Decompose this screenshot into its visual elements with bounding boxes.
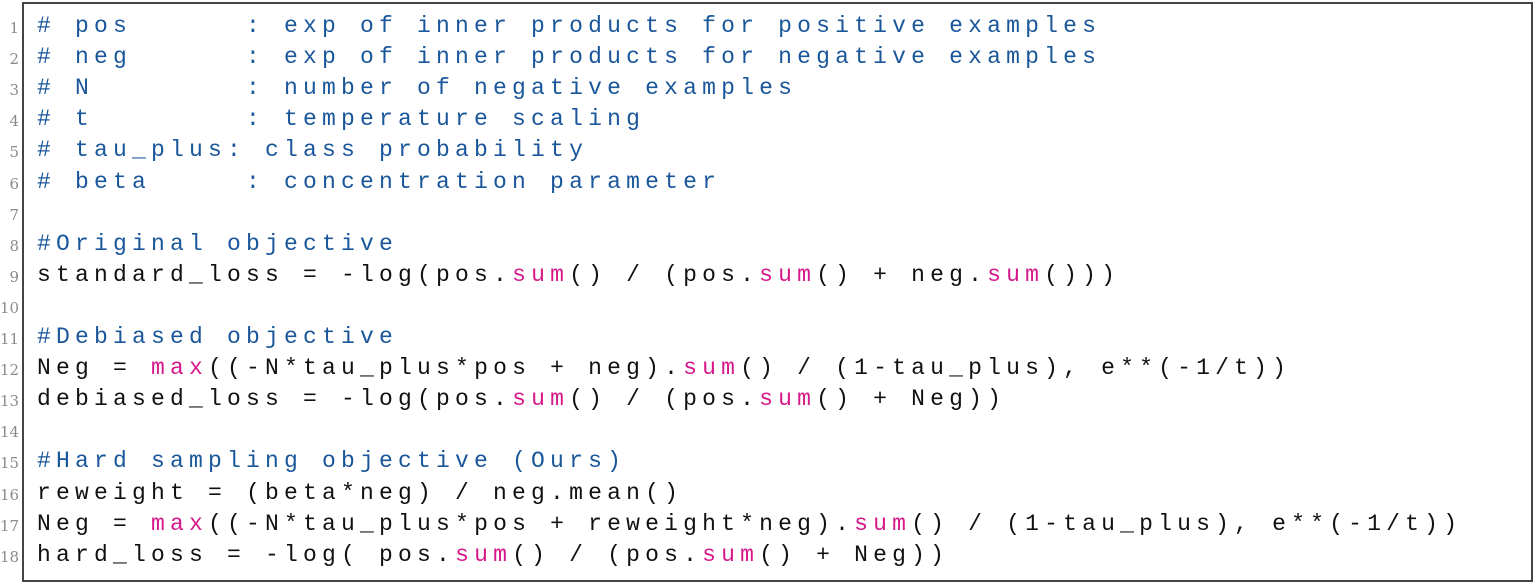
code-token: () + Neg)) [816, 386, 1007, 413]
code-token: () / (1-tau_plus), e**(-1/t)) [911, 510, 1463, 537]
code-line: 11 #Debiased objective [0, 322, 1537, 353]
line-number: 5 [9, 143, 19, 162]
code-token: Neg = [37, 355, 152, 382]
code-text: standard_loss = -log(pos.sum() / (pos.su… [37, 260, 1120, 291]
line-number: 14 [0, 423, 20, 442]
code-builtin: sum [512, 386, 570, 413]
code-builtin: sum [759, 386, 817, 413]
code-text: reweight = (beta*neg) / neg.mean() [37, 478, 683, 509]
code-text: # N : number of negative examples [37, 73, 797, 104]
code-token: debiased_loss = -log(pos. [37, 386, 513, 413]
code-token: ((-N*tau_plus*pos + reweight*neg). [208, 510, 855, 537]
code-builtin: sum [512, 261, 570, 288]
line-number: 6 [9, 174, 19, 193]
code-token: () / (pos. [569, 261, 760, 288]
code-text: hard_loss = -log( pos.sum() / (pos.sum()… [37, 540, 949, 571]
line-number: 3 [9, 81, 19, 100]
code-line: 4 # t : temperature scaling [0, 104, 1537, 135]
line-number: 2 [9, 50, 19, 69]
code-token: () / (pos. [569, 386, 760, 413]
code-token: () / (pos. [512, 541, 703, 568]
code-comment: #Debiased objective [37, 324, 399, 350]
code-comment: # t : temperature scaling [37, 106, 646, 133]
line-number: 12 [0, 361, 20, 380]
code-token: reweight = (beta*neg) / neg.mean() [37, 479, 684, 506]
code-comment: # neg : exp of inner products for negati… [37, 44, 1102, 71]
line-number: 18 [0, 547, 20, 566]
line-number: 4 [9, 112, 19, 131]
line-number: 13 [0, 392, 20, 411]
code-comment: #Hard sampling objective (Ours) [37, 448, 627, 475]
code-comment: #Original objective [37, 230, 399, 257]
code-token: standard_loss = -log(pos. [37, 261, 513, 288]
code-text: # tau_plus: class probability [37, 135, 588, 166]
code-text: #Hard sampling objective (Ours) [37, 446, 626, 477]
code-line: 5 # tau_plus: class probability [0, 135, 1537, 166]
code-comment: # beta : concentration parameter [37, 168, 722, 195]
code-token: () / (1-tau_plus), e**(-1/t)) [740, 355, 1292, 382]
code-token: () + neg. [816, 261, 988, 288]
code-comment: # tau_plus: class probability [37, 137, 589, 164]
code-line: 7 [0, 198, 1537, 229]
code-builtin: sum [987, 261, 1045, 288]
line-number: 10 [0, 298, 20, 317]
code-text: debiased_loss = -log(pos.sum() / (pos.su… [37, 384, 1006, 415]
code-text: # t : temperature scaling [37, 104, 645, 135]
code-token: ())) [1044, 261, 1121, 288]
code-line: 12 Neg = max((-N*tau_plus*pos + neg).sum(… [0, 353, 1537, 384]
code-builtin: sum [455, 541, 513, 568]
code-builtin: sum [854, 510, 912, 537]
code-builtin: sum [702, 541, 760, 568]
line-number: 8 [9, 236, 19, 255]
code-text: Neg = max((-N*tau_plus*pos + reweight*ne… [37, 509, 1462, 540]
code-comment: # pos : exp of inner products for positi… [37, 13, 1102, 39]
code-line: 17 Neg = max((-N*tau_plus*pos + reweight*… [0, 509, 1537, 540]
code-comment: # N : number of negative examples [37, 75, 798, 102]
code-builtin: max [151, 510, 209, 537]
line-number: 17 [0, 516, 20, 535]
code-line: 10 [0, 291, 1537, 322]
code-builtin: sum [759, 261, 817, 288]
code-line: 14 [0, 415, 1537, 446]
line-number: 11 [0, 330, 20, 348]
code-text: # beta : concentration parameter [37, 167, 721, 198]
code-line: 3 # N : number of negative examples [0, 73, 1537, 104]
code-token: ((-N*tau_plus*pos + neg). [208, 355, 684, 382]
code-text: # pos : exp of inner products for positi… [37, 11, 1101, 42]
code-line: 16 reweight = (beta*neg) / neg.mean() [0, 478, 1537, 509]
code-text: #Debiased objective [37, 322, 398, 353]
code-line: 8 #Original objective [0, 229, 1537, 260]
code-line: 2 # neg : exp of inner products for negat… [0, 42, 1537, 73]
line-number: 16 [0, 485, 20, 504]
line-number: 15 [0, 454, 20, 473]
code-token: () + Neg)) [759, 541, 950, 568]
line-number: 9 [9, 267, 19, 286]
code-text: # neg : exp of inner products for negati… [37, 42, 1101, 73]
code-line: 6 # beta : concentration parameter [0, 167, 1537, 198]
code-line: 15 #Hard sampling objective (Ours) [0, 446, 1537, 477]
code-text: Neg = max((-N*tau_plus*pos + neg).sum() … [37, 353, 1291, 384]
code-listing-frame [22, 2, 1533, 582]
code-token: hard_loss = -log( pos. [37, 541, 456, 568]
code-builtin: sum [683, 355, 741, 382]
code-builtin: max [151, 355, 209, 382]
code-token: Neg = [37, 510, 152, 537]
code-line: 1 # pos : exp of inner products for posit… [0, 11, 1537, 42]
code-text: #Original objective [37, 229, 398, 260]
line-number: 1 [9, 19, 19, 37]
line-number: 7 [9, 205, 19, 224]
